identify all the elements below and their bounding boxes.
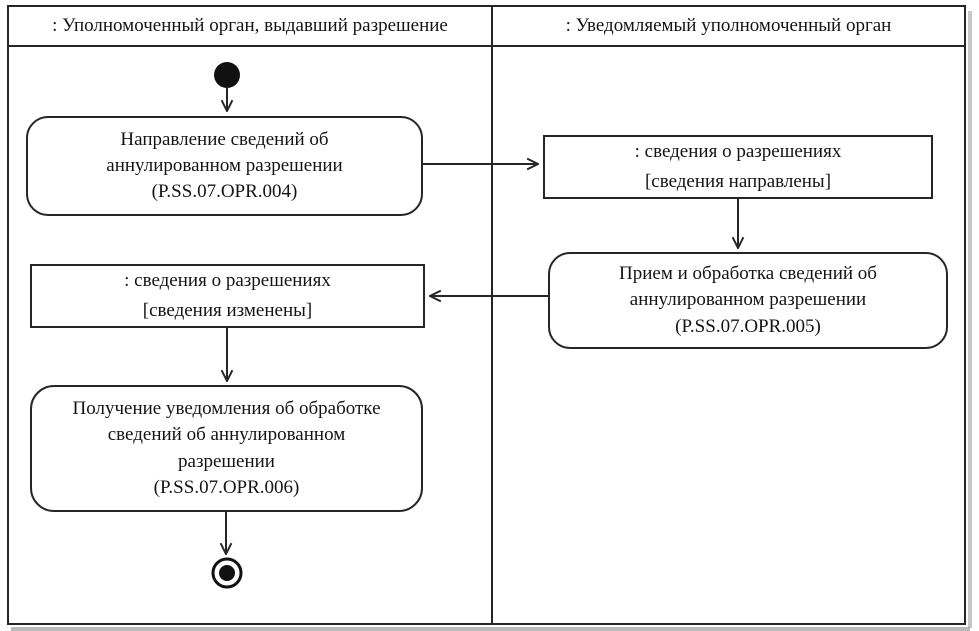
object-node-permit-info-changed: : сведения о разрешениях [сведения измен… [30,264,425,328]
object-node-permit-info-sent: : сведения о разрешениях [сведения напра… [543,135,933,199]
activity-node-receive-process-annulled-permit-info: Прием и обработка сведений об аннулирова… [548,252,948,349]
lane-header-issuing-authority: : Уполномоченный орган, выдавший разреше… [9,7,491,45]
lane-header-separator [7,45,966,47]
object-title: : сведения о разрешениях [124,270,331,292]
lane-title: : Уполномоченный орган, выдавший разреше… [52,15,448,36]
activity-label: Направление сведений об аннулированном р… [106,128,343,203]
object-state: [сведения направлены] [644,170,832,192]
lane-header-notified-authority: : Уведомляемый уполномоченный орган [493,7,964,45]
activity-label: Получение уведомления об обработке сведе… [72,398,381,498]
object-state: [сведения изменены] [142,299,313,321]
diagram-outer-border [7,5,966,625]
activity-node-receive-processing-notification: Получение уведомления об обработке сведе… [30,385,423,512]
object-title: : сведения о разрешениях [634,141,842,163]
lane-title: : Уведомляемый уполномоченный орган [565,15,892,36]
activity-label: Прием и обработка сведений об аннулирова… [619,263,877,337]
end-node-inner-dot [219,565,235,581]
swimlane-divider [491,5,493,625]
scan-shadow-bottom [11,627,970,631]
start-node-icon [214,62,240,88]
scan-shadow-right [968,11,972,628]
activity-node-send-annulled-permit-info: Направление сведений об аннулированном р… [26,116,423,216]
